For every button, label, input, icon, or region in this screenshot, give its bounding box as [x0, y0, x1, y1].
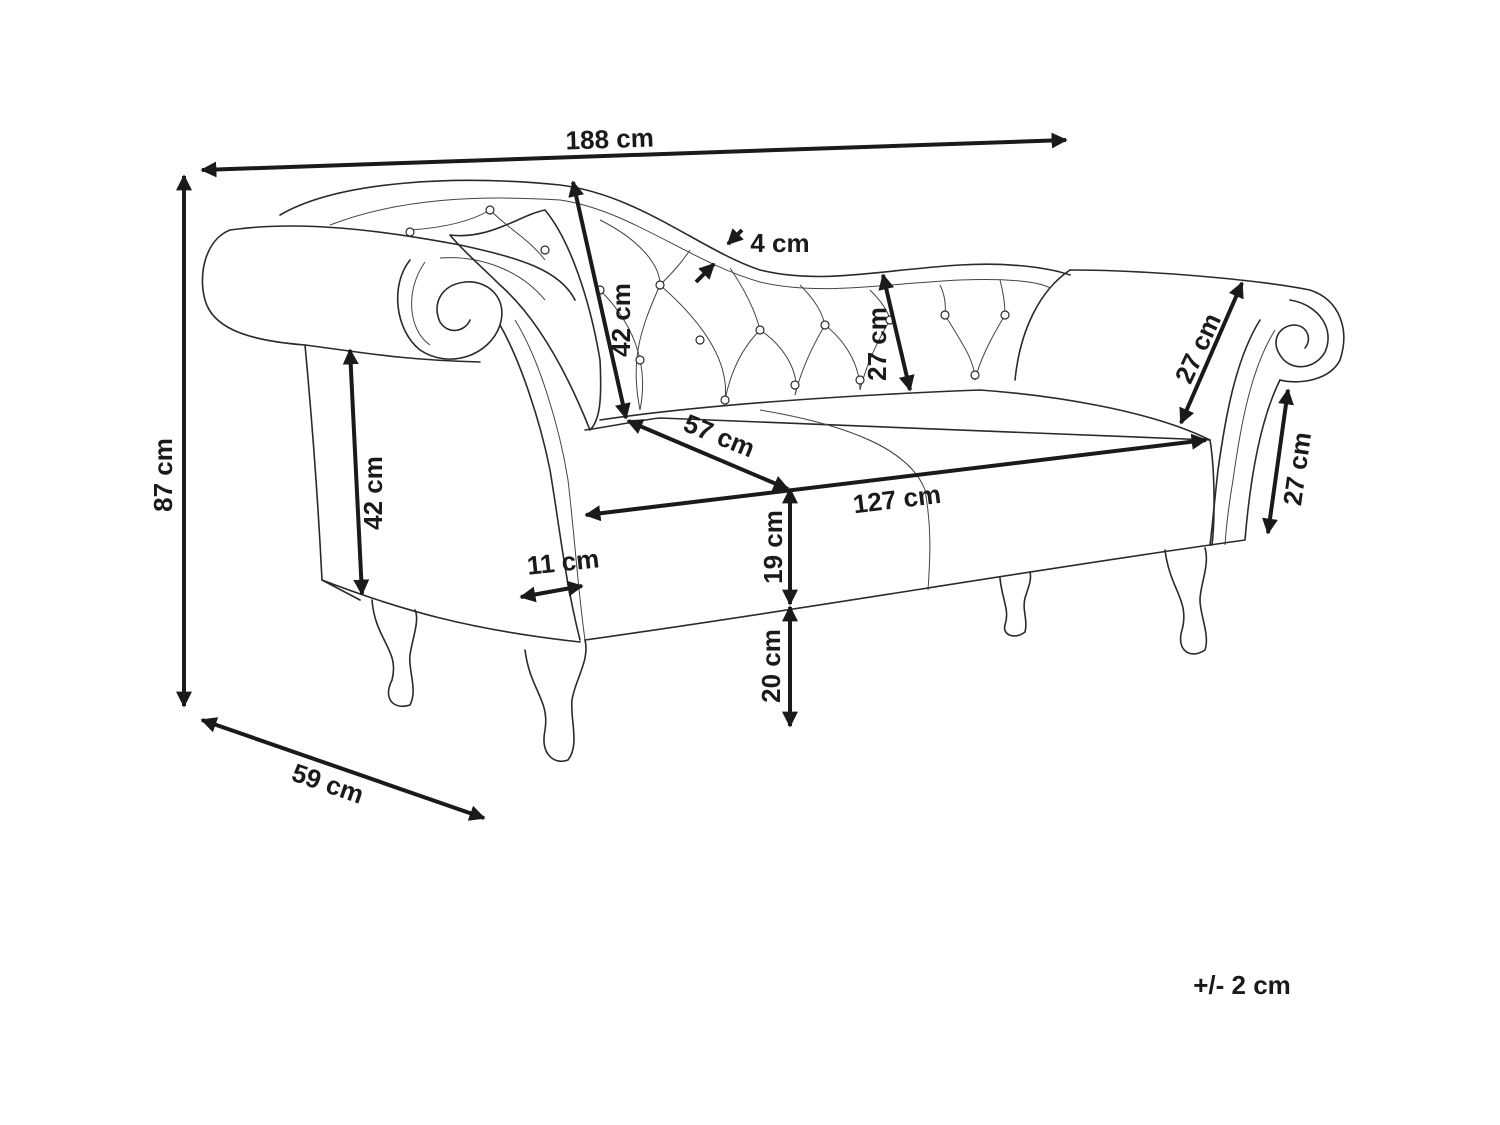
seat-cushion	[584, 417, 1215, 546]
arrow-backrest-height	[568, 180, 631, 420]
arrow-seat-length	[584, 433, 1208, 522]
arrow-arm-width	[519, 580, 584, 603]
arrow-arm-height-left	[342, 348, 370, 596]
pillow	[449, 209, 602, 431]
label-seat-depth: 57 cm	[680, 408, 760, 463]
label-right-arm-side: 27 cm	[1277, 430, 1317, 507]
tufting-buttons	[405, 205, 1010, 405]
arrow-backrest-mid-height	[878, 273, 915, 392]
arrow-total-length	[200, 132, 1068, 178]
backrest-inner-frame	[329, 197, 1051, 290]
leg-back-right	[999, 571, 1032, 637]
label-total-length: 188 cm	[565, 122, 654, 155]
leg-front-left	[524, 639, 587, 762]
right-arm-front	[1209, 319, 1261, 546]
label-seat-length: 127 cm	[851, 479, 942, 520]
left-arm-top	[201, 229, 481, 363]
arrow-total-depth	[200, 717, 486, 821]
label-leg-height: 20 cm	[756, 629, 786, 703]
leg-front-right	[1164, 547, 1208, 655]
arrow-right-arm-height	[1179, 281, 1244, 425]
label-seat-thickness: 19 cm	[758, 510, 788, 584]
label-total-height: 87 cm	[148, 438, 178, 512]
right-arm-top	[1069, 269, 1345, 383]
tufting-lines	[409, 209, 1006, 411]
right-arm-scroll	[1275, 299, 1329, 368]
arrow-frame-thickness	[726, 228, 744, 246]
backrest-frame	[279, 179, 1071, 278]
dimension-arrows	[176, 132, 1294, 821]
label-arm-height-left: 42 cm	[358, 456, 388, 530]
left-arm-scroll	[396, 259, 503, 360]
tolerance-note: +/- 2 cm	[1193, 970, 1291, 1000]
label-right-arm-height: 27 cm	[1169, 308, 1227, 388]
leg-back-left	[371, 599, 418, 707]
seat-front	[584, 544, 1211, 641]
arrow-frame-thickness-2	[694, 262, 716, 284]
label-arm-width: 11 cm	[526, 543, 601, 580]
label-backrest-mid-height: 27 cm	[862, 307, 892, 381]
label-backrest-height: 42 cm	[606, 283, 636, 357]
dimension-labels: 188 cm 87 cm 59 cm 42 cm 42 cm 4 cm 27 c…	[148, 122, 1317, 1000]
arrow-right-arm-side	[1262, 388, 1294, 535]
label-frame-thickness: 4 cm	[750, 228, 809, 258]
